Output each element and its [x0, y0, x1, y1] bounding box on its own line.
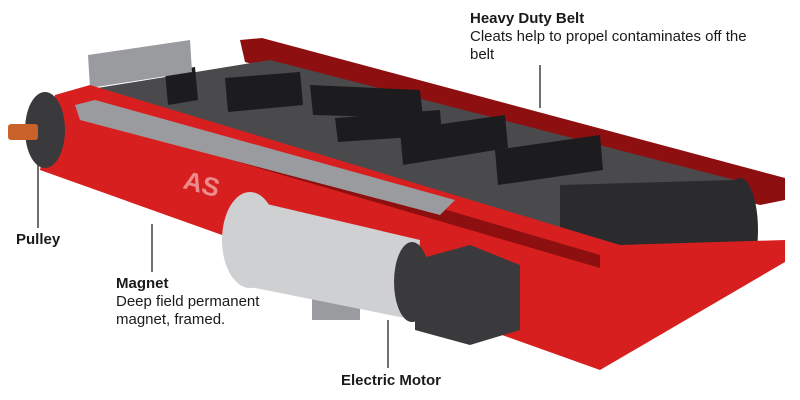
callout-magnet: Magnet Deep field permanent magnet, fram…: [116, 275, 316, 329]
callout-title: Electric Motor: [341, 372, 442, 389]
callout-electric-motor: Electric Motor: [341, 372, 441, 390]
belt-cleats: [165, 67, 603, 185]
back-plate: [88, 40, 192, 88]
leader-lines: [37, 65, 541, 368]
pulley-shaft: [8, 124, 38, 140]
callout-pulley: Pulley: [16, 231, 60, 249]
cleat: [165, 67, 198, 105]
magnet-cover-plate: [75, 100, 455, 215]
motor-front-cap: [222, 192, 278, 288]
cleat: [225, 72, 303, 112]
cleat: [495, 135, 603, 185]
pulley-assembly: [8, 92, 65, 168]
cleat: [335, 110, 442, 142]
callout-description: Deep field permanent magnet, framed.: [116, 293, 260, 328]
pulley-hub: [25, 92, 65, 168]
callout-title: Heavy Duty Belt: [470, 10, 585, 27]
electric-motor-body: [222, 192, 520, 345]
cleat: [310, 85, 423, 118]
callout-title: Pulley: [16, 231, 61, 248]
gearbox: [415, 245, 520, 345]
motor-cylinder: [240, 200, 420, 320]
callout-title: Magnet: [116, 275, 169, 292]
callout-heavy-duty-belt: Heavy Duty Belt Cleats help to propel co…: [470, 10, 770, 64]
callout-description: Cleats help to propel contaminates off t…: [470, 28, 747, 63]
